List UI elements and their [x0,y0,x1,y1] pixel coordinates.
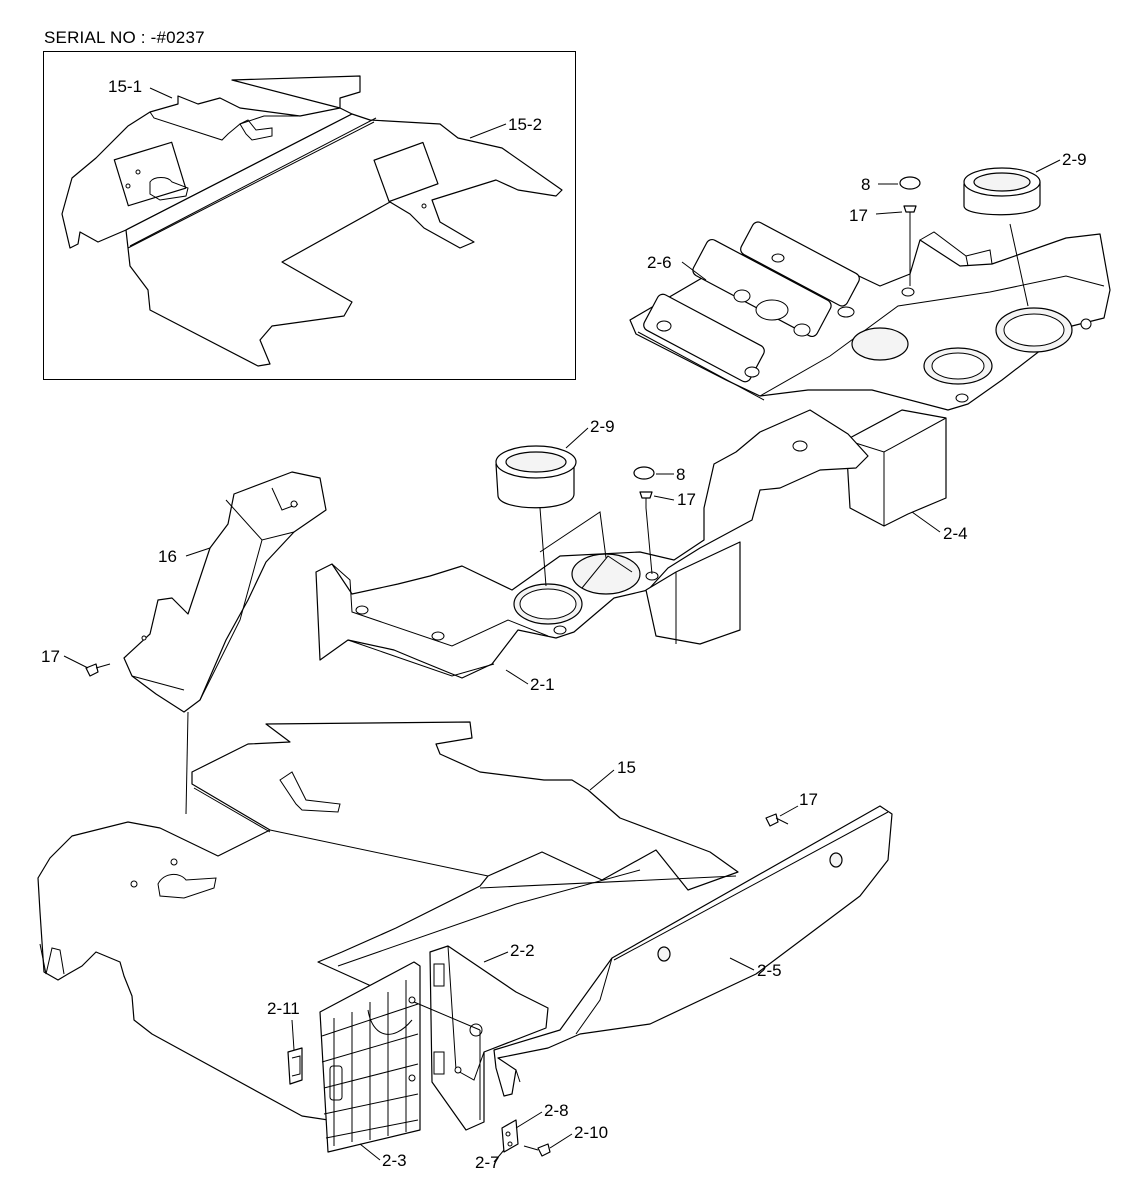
callout-17-mid: 17 [677,490,696,509]
upper-console-2-6 [629,221,1111,411]
inset-floor-cutout-2 [373,141,439,203]
inset-frame [43,51,576,380]
console-recess-1 [692,238,832,338]
console-recess-2 [643,293,765,383]
callout-2-1: 2-1 [530,675,555,694]
screw-17-mid [639,491,653,508]
callout-17-left: 17 [41,647,60,666]
floor-mat-15-2 [125,113,563,367]
callout-2-11: 2-11 [267,999,300,1018]
callout-2-6: 2-6 [647,253,672,272]
cup-holder-2-9-mid [495,445,577,509]
callout-17-right: 17 [799,790,818,809]
callout-15-2: 15-2 [508,115,542,134]
side-cover-16 [123,471,327,713]
screw-17-top [903,205,917,222]
callout-8-mid: 8 [676,465,685,484]
callout-2-3: 2-3 [382,1151,407,1170]
mid-console-2-1 [315,409,869,679]
callout-15: 15 [617,758,636,777]
lattice-cover-2-3 [319,961,421,1153]
console-tray-2-4 [845,409,947,527]
serial-number-label: SERIAL NO : -#0237 [44,28,205,47]
cap-8-mid [633,466,655,480]
bracket-2-7 [501,1119,519,1153]
console-recess-3 [740,221,860,307]
callout-2-2: 2-2 [510,941,535,960]
panel-2-2 [429,945,549,1131]
callout-16: 16 [158,547,177,566]
main-callouts: 8 17 2-9 2-6 2-9 8 17 2-4 16 17 2-1 15 1… [41,150,1087,1172]
screw-17-left [85,663,111,677]
cup-holder-ring-1 [851,327,909,361]
mid-console-body [315,409,869,679]
callout-2-8: 2-8 [544,1101,569,1120]
callout-15-1: 15-1 [108,77,142,96]
callout-2-9-mid: 2-9 [590,417,615,436]
screw-17-right [765,813,789,827]
screw-2-10 [523,1143,551,1157]
callout-2-7: 2-7 [475,1153,500,1172]
mid-cup-ring-2 [571,553,641,595]
cap-8-top [899,176,921,190]
floor-mat-15-1 [61,75,361,249]
callout-17-top: 17 [849,206,868,225]
latch-2-11 [287,1047,303,1085]
callout-8-top: 8 [861,175,870,194]
callout-2-9-top: 2-9 [1062,150,1087,169]
side-panel-2-5 [493,805,893,1097]
callout-2-4: 2-4 [943,524,968,543]
callout-2-10: 2-10 [574,1123,608,1142]
inset-floor-cutout [113,141,187,207]
cup-holder-2-9-top [963,167,1041,216]
inset-callouts: 15-1 15-2 [108,77,542,139]
inset-floor-mat [61,75,563,367]
callout-2-5: 2-5 [757,961,782,980]
